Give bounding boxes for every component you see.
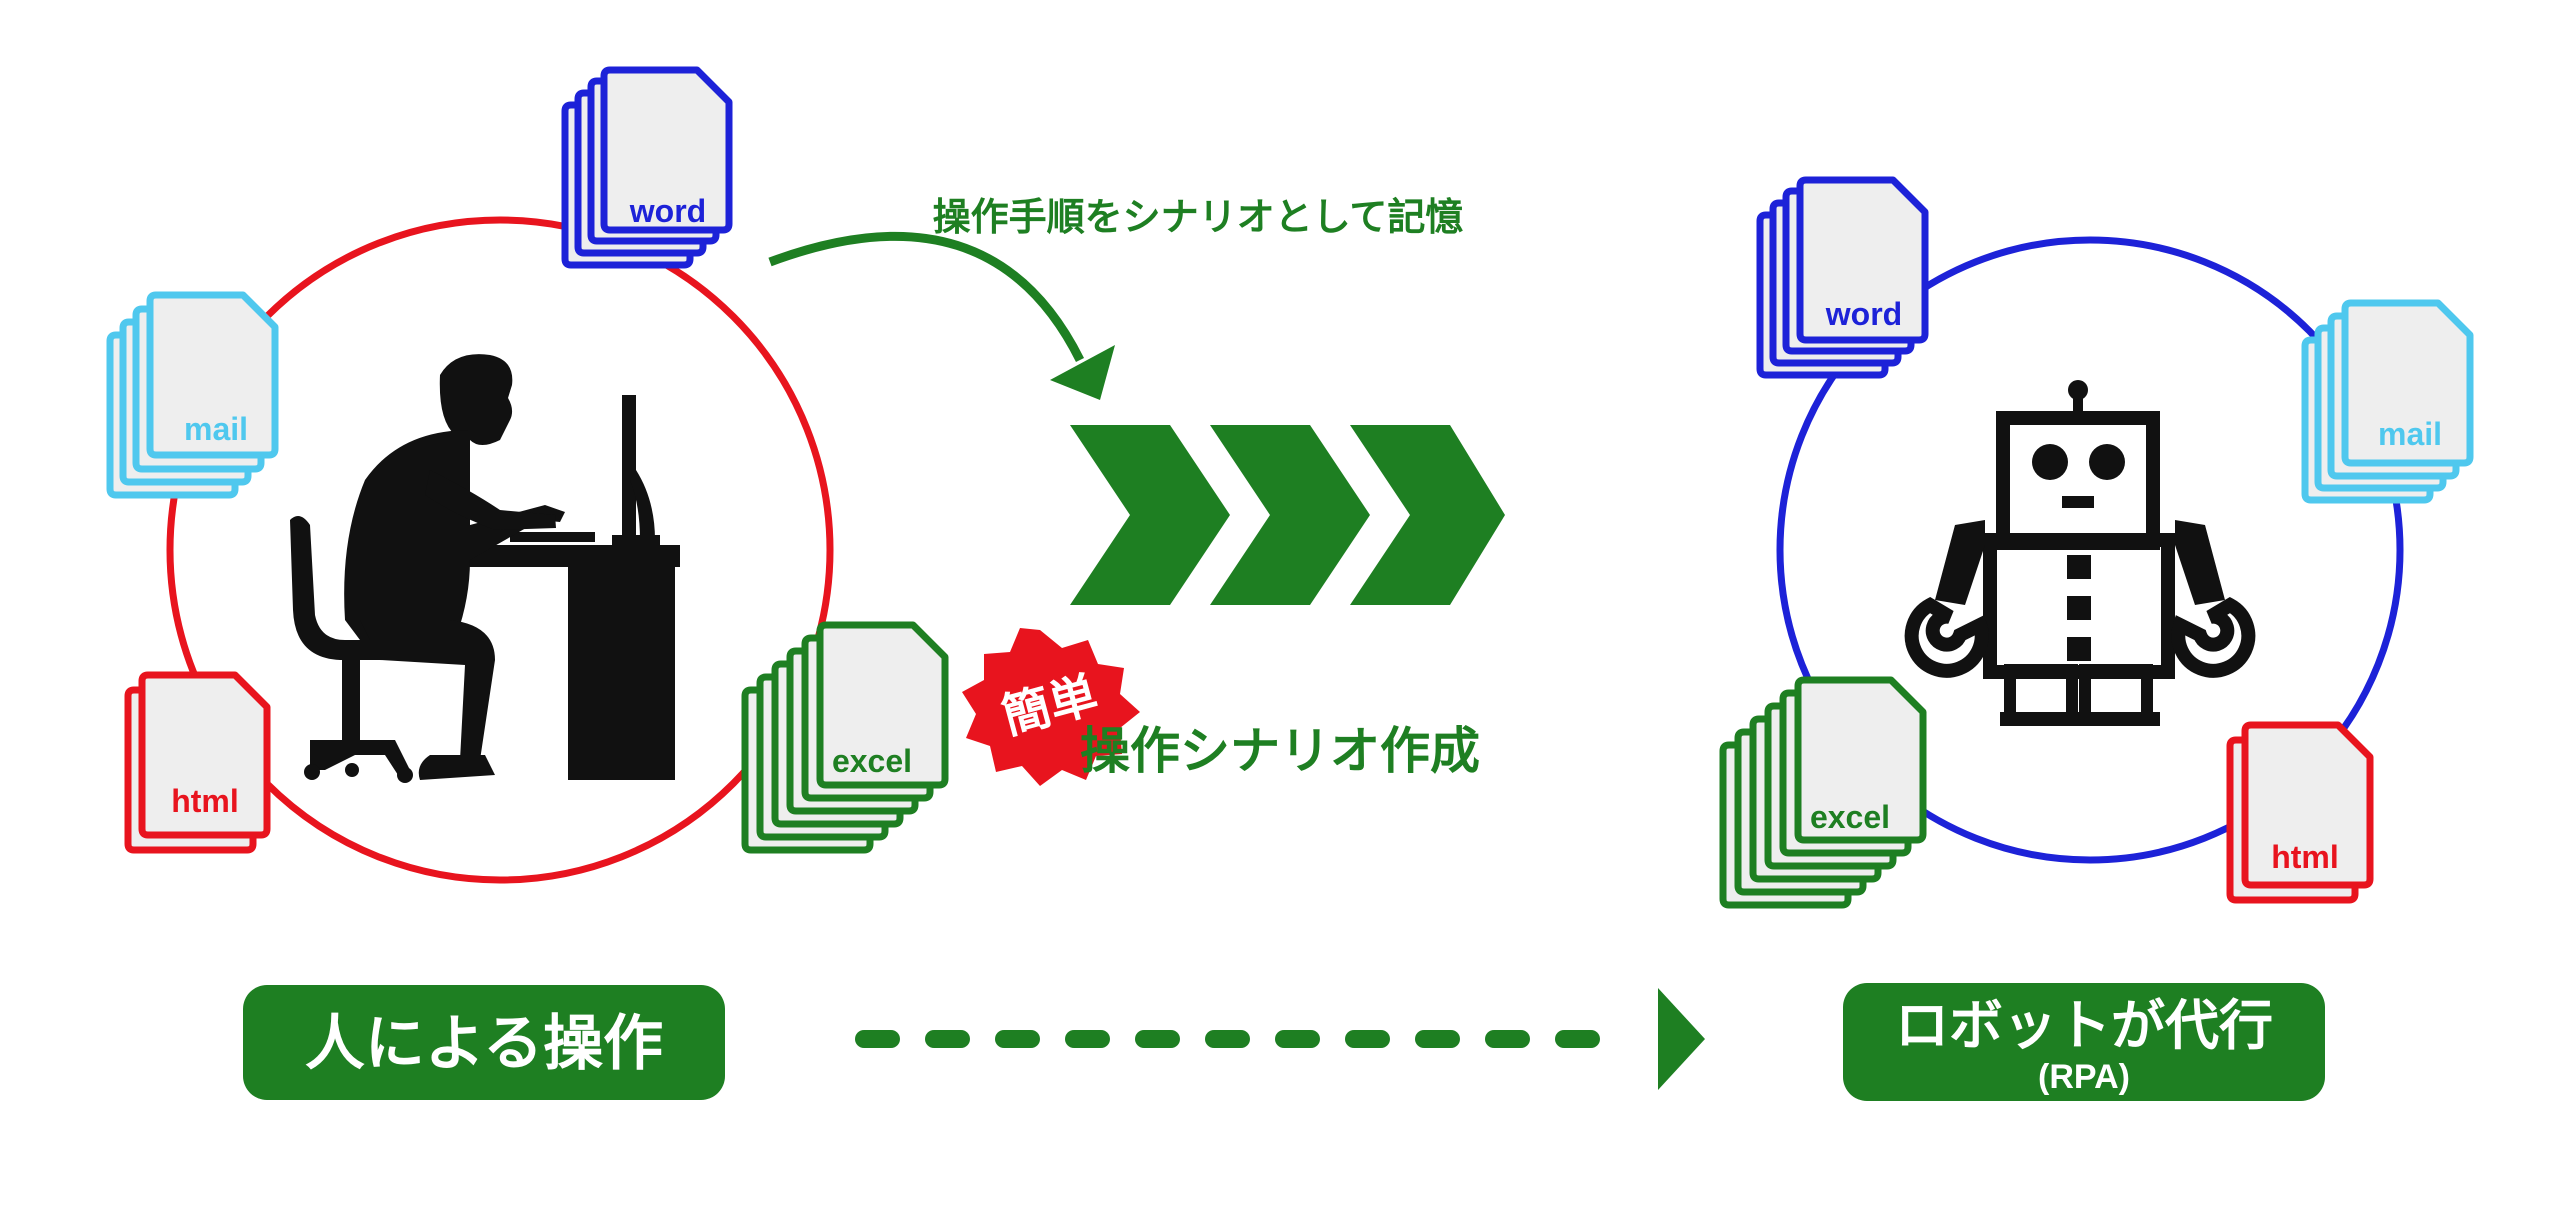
right-mail-label: mail (2378, 416, 2442, 452)
word-document-stack (565, 70, 729, 265)
dashed-arrow-head-icon (1658, 988, 1705, 1090)
right-word-label: word (1825, 296, 1902, 332)
mail-document-stack (110, 295, 275, 495)
bottom-section: 人による操作 ロボットが代行 (RPA) (243, 983, 2325, 1101)
dashed-arrow (855, 988, 1705, 1090)
human-label: 人による操作 (305, 1009, 663, 1079)
excel-document-stack (745, 625, 945, 850)
person-at-computer-icon (290, 354, 680, 783)
robot-circle (1776, 236, 2404, 864)
robot-icon (1904, 380, 2256, 726)
right-html-label: html (2271, 839, 2339, 875)
excel-label: excel (832, 743, 912, 779)
word-label: word (629, 193, 706, 229)
robot-sublabel: (RPA) (2038, 1058, 2130, 1096)
triple-chevron-icon (1070, 425, 1505, 605)
right-group: word mail excel html (1723, 180, 2470, 905)
html-label: html (171, 783, 239, 819)
right-word-document-stack (1760, 180, 1925, 375)
robot-label: ロボットが代行 (1895, 994, 2273, 1057)
left-group: word mail html excel (110, 70, 945, 884)
memory-text: 操作手順をシナリオとして記憶 (933, 195, 1464, 239)
create-text: 操作シナリオ作成 (1080, 722, 1480, 780)
mail-label: mail (184, 411, 248, 447)
curved-arrow (768, 231, 1085, 363)
right-excel-document-stack (1723, 680, 1923, 905)
easy-badge: 簡単 (962, 628, 1140, 786)
robot-label-box (1843, 983, 2325, 1101)
human-label-box (243, 985, 725, 1100)
html-document-stack (128, 675, 267, 850)
middle-section: 操作手順をシナリオとして記憶 簡単 操作シナリオ作成 (768, 195, 1505, 786)
starburst-icon (962, 628, 1140, 786)
curved-arrow-head-icon (1050, 345, 1115, 400)
right-mail-document-stack (2305, 303, 2470, 500)
right-excel-label: excel (1810, 799, 1890, 835)
human-circle (166, 216, 834, 884)
